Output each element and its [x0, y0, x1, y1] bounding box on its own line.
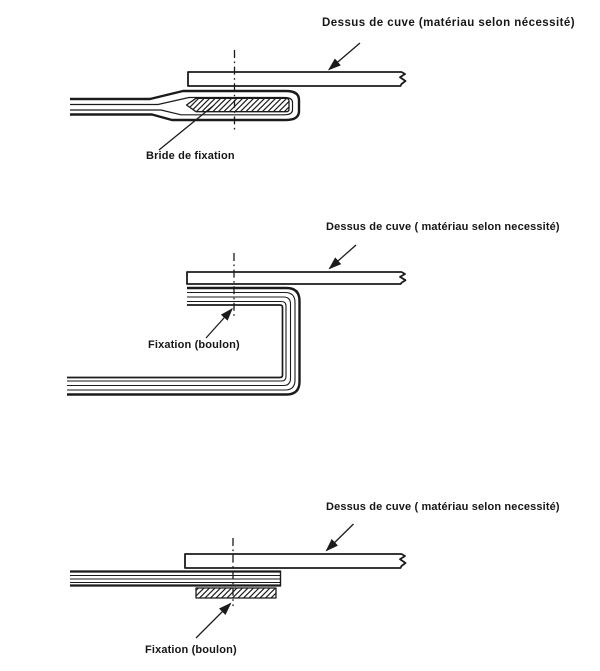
channel-ply-3	[67, 296, 292, 387]
tank-top-plate	[184, 553, 407, 569]
fixing-label-3: Fixation (boulon)	[145, 644, 237, 656]
fixing-leader-arrow	[205, 308, 233, 339]
channel-ply-2	[67, 291, 296, 391]
tank-top-label-1: Dessus de cuve (matériau selon nécessité…	[322, 17, 576, 29]
laminate-outer-shell	[70, 89, 301, 122]
tank-top-label-2: Dessus de cuve ( matériau selon necessit…	[326, 221, 560, 233]
tank-top-label-3: Dessus de cuve ( matériau selon necessit…	[326, 501, 560, 513]
clamp-bar-hatch	[185, 97, 290, 113]
tank-top-leader-arrow	[328, 244, 357, 270]
diagram-2-folded-channel	[67, 244, 407, 396]
channel-ply-4	[67, 300, 287, 382]
diagram-1-clamped-flange	[70, 42, 407, 151]
tank-top-plate	[187, 71, 407, 87]
tank-top-leader-arrow	[328, 42, 361, 71]
fixing-leader-arrow	[195, 602, 232, 639]
channel-ply-outer	[67, 286, 301, 396]
fixing-leader-line	[158, 105, 214, 151]
diagram-3-bolted-lap	[70, 523, 407, 639]
tank-top-leader-arrow	[325, 523, 354, 552]
fixing-label-1: Bride de fixation	[146, 150, 235, 162]
fixing-label-2: Fixation (boulon)	[148, 339, 240, 351]
backing-bar-hatch	[195, 587, 277, 599]
tank-top-plate	[186, 271, 407, 285]
laminate-inner-line	[70, 96, 294, 116]
channel-ply-inner	[67, 304, 284, 379]
